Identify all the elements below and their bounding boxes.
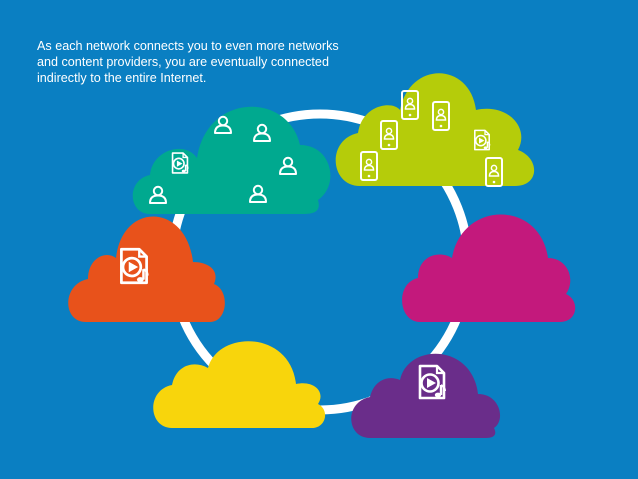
caption-line-1: As each network connects you to even mor… [37, 39, 339, 53]
cloud-teal [132, 106, 331, 214]
cloud-magenta [402, 214, 576, 322]
cloud-purple [351, 353, 501, 438]
caption-line-2: and content providers, you are eventuall… [37, 55, 329, 69]
cloud-orange [68, 216, 225, 322]
cloud-yellow [153, 341, 326, 428]
caption-line-3: indirectly to the entire Internet. [37, 71, 207, 85]
cloud-lime [335, 73, 535, 187]
caption: As each network connects you to even mor… [37, 38, 382, 86]
